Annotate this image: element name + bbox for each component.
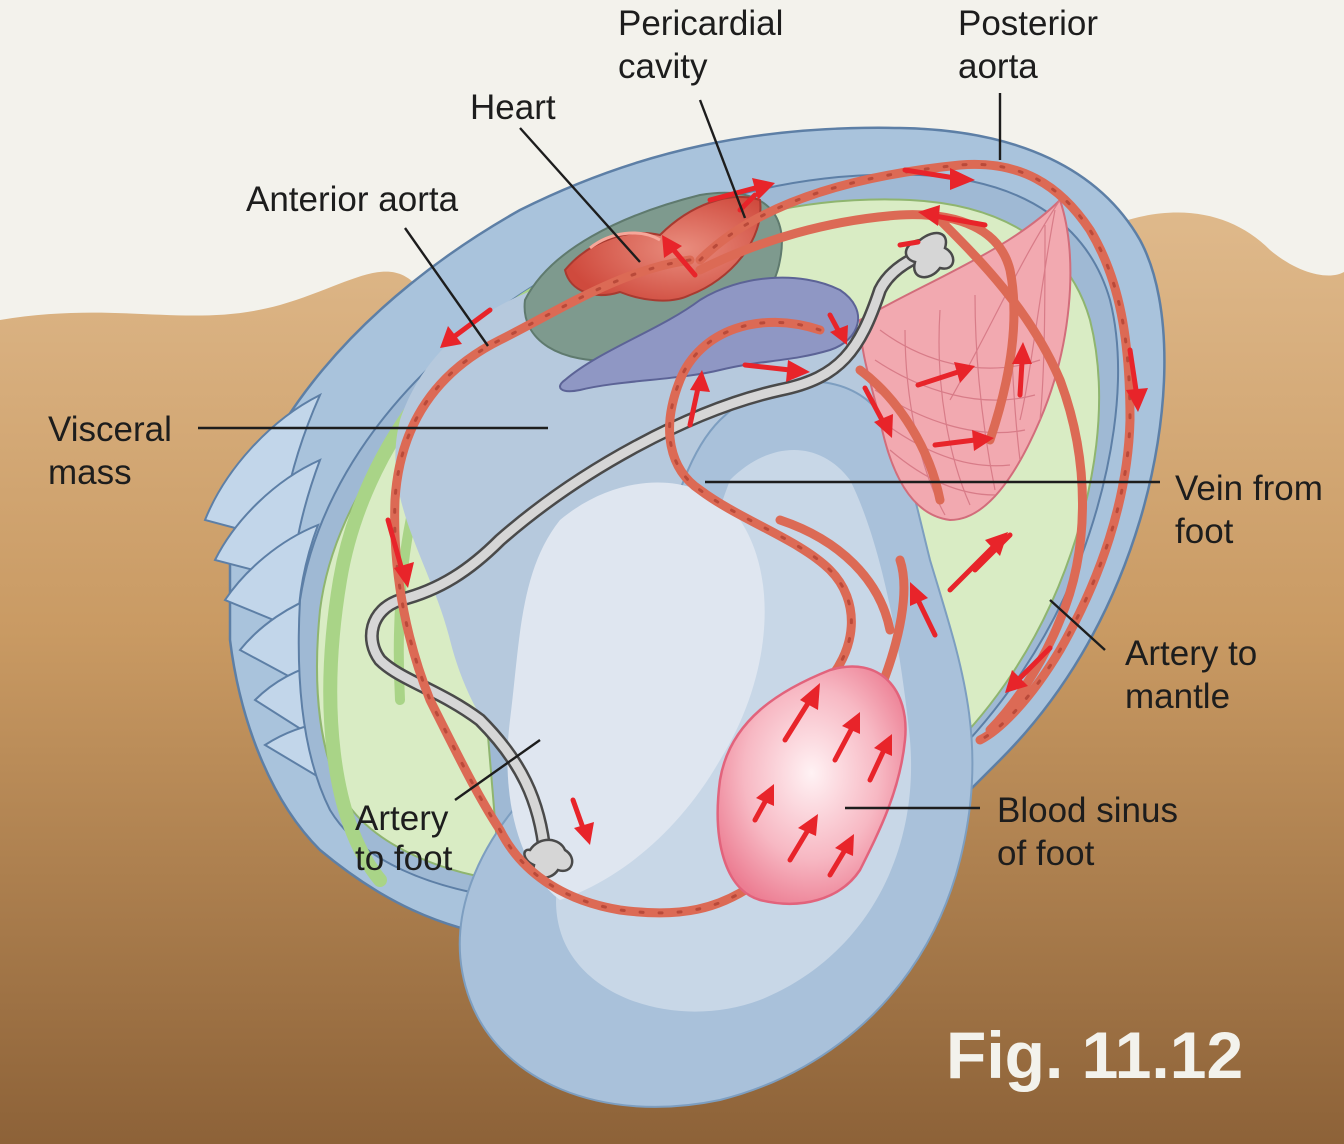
label-blood-sinus-line1: Blood sinus xyxy=(997,791,1178,830)
label-artery-to-mantle-line2: mantle xyxy=(1125,677,1230,716)
label-vein-from-foot-line1: Vein from xyxy=(1175,469,1323,508)
label-visceral-mass-line2: mass xyxy=(48,453,132,492)
label-artery-to-foot-line1: Artery xyxy=(355,799,449,838)
arrow xyxy=(900,242,918,245)
label-visceral-mass-line1: Visceral xyxy=(48,410,172,449)
label-artery-to-mantle-line1: Artery to xyxy=(1125,634,1257,673)
label-posterior-aorta-line1: Posterior xyxy=(958,4,1098,43)
label-pericardial-cavity-line1: Pericardial xyxy=(618,4,783,43)
label-pericardial-cavity-line2: cavity xyxy=(618,47,708,86)
label-heart: Heart xyxy=(470,88,556,127)
label-posterior-aorta-line2: aorta xyxy=(958,47,1038,86)
label-artery-to-foot-line2: to foot xyxy=(355,839,453,878)
label-anterior-aorta: Anterior aorta xyxy=(246,180,459,219)
label-vein-from-foot-line2: foot xyxy=(1175,512,1234,551)
label-blood-sinus-line2: of foot xyxy=(997,834,1095,873)
figure-caption: Fig. 11.12 xyxy=(946,1018,1243,1092)
